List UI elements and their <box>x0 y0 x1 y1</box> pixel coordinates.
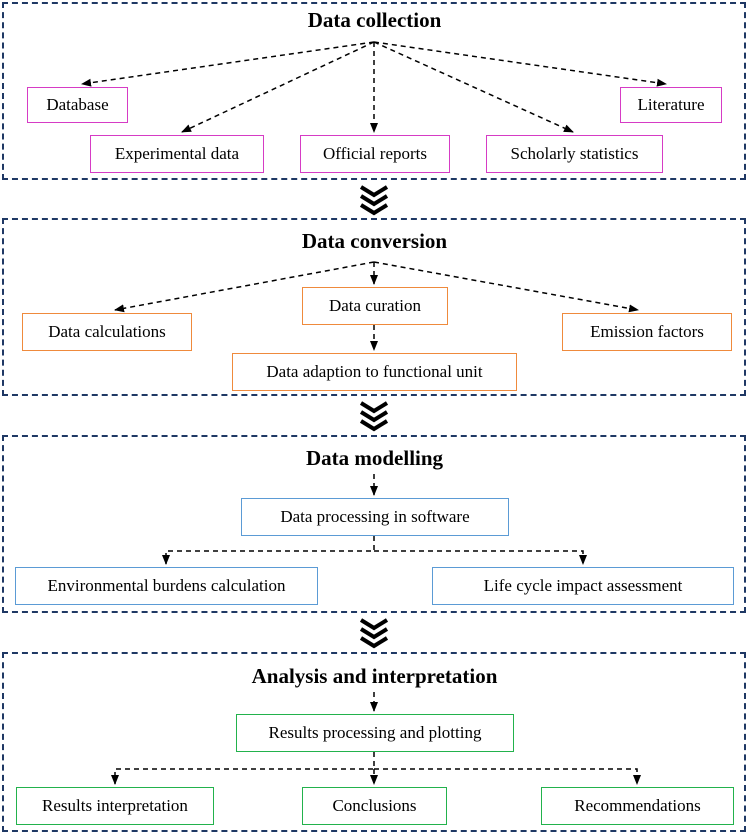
box-data-calculations: Data calculations <box>22 313 192 351</box>
chevron-down-icon <box>359 401 389 432</box>
box-literature: Literature <box>620 87 722 123</box>
box-data-adaption: Data adaption to functional unit <box>232 353 517 391</box>
box-data-curation: Data curation <box>302 287 448 325</box>
box-experimental-data: Experimental data <box>90 135 264 173</box>
section-title-data-collection: Data collection <box>307 8 442 32</box>
box-life-cycle-impact-assessment: Life cycle impact assessment <box>432 567 734 605</box>
box-scholarly-statistics: Scholarly statistics <box>486 135 663 173</box>
section-data-collection <box>2 2 746 180</box>
section-analysis-interpretation <box>2 652 746 832</box>
box-environmental-burdens: Environmental burdens calculation <box>15 567 318 605</box>
section-title-data-modelling: Data modelling <box>305 446 444 470</box>
box-results-processing-plotting: Results processing and plotting <box>236 714 514 752</box>
box-database: Database <box>27 87 128 123</box>
section-title-data-conversion: Data conversion <box>301 229 448 253</box>
box-recommendations: Recommendations <box>541 787 734 825</box>
box-official-reports: Official reports <box>300 135 450 173</box>
section-data-modelling <box>2 435 746 613</box>
chevron-down-icon <box>359 185 389 216</box>
section-title-analysis-interpretation: Analysis and interpretation <box>251 664 498 688</box>
box-results-interpretation: Results interpretation <box>16 787 214 825</box>
box-conclusions: Conclusions <box>302 787 447 825</box>
section-data-conversion <box>2 218 746 396</box>
chevron-down-icon <box>359 618 389 649</box>
box-data-processing-software: Data processing in software <box>241 498 509 536</box>
box-emission-factors: Emission factors <box>562 313 732 351</box>
